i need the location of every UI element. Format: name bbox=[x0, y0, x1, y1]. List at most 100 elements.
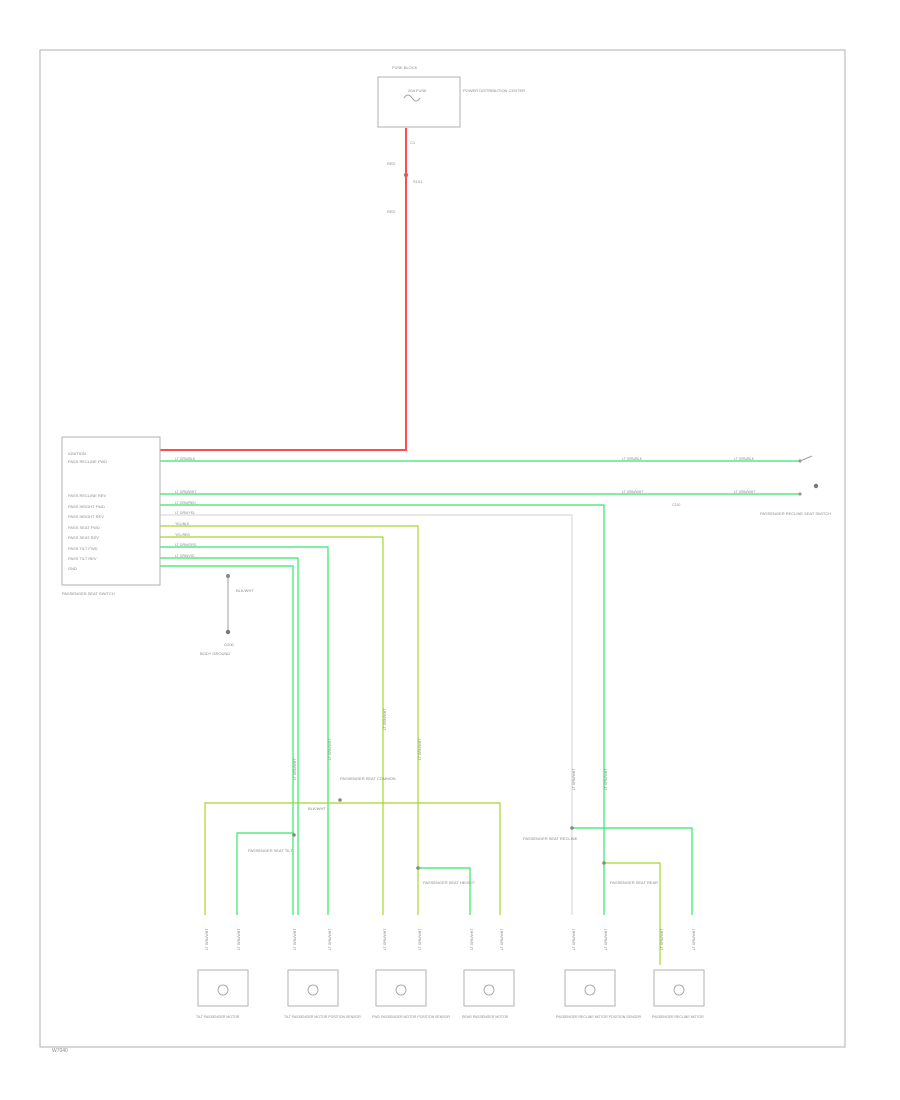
fuse-terminal: C1 bbox=[410, 140, 416, 145]
common-bus-5 bbox=[604, 862, 661, 965]
wire-label: LT GRN/WHT bbox=[383, 708, 387, 730]
switch-contact bbox=[799, 455, 813, 462]
wire-label: YEL/RED bbox=[175, 533, 190, 537]
pin-label: PASS SEAT FWD bbox=[68, 525, 100, 530]
sensor-icon bbox=[307, 984, 319, 996]
splice-dot bbox=[338, 798, 342, 802]
motor-box bbox=[564, 969, 616, 1007]
switch-knob bbox=[813, 483, 819, 489]
fuse-block-title: FUSE BLOCK bbox=[392, 65, 418, 70]
splice-label: PASSENGER SEAT RECLINE bbox=[523, 836, 578, 841]
splice-dot bbox=[292, 833, 296, 837]
wire-label: LT GRN/WHT bbox=[692, 928, 696, 950]
wire-label: LT GRN/WHT bbox=[734, 490, 756, 494]
pin-label: PASS SEAT REV bbox=[68, 535, 99, 540]
passenger-seat-switch: IGNITION PASS RECLINE FWD PASS RECLINE R… bbox=[61, 436, 161, 596]
wires bbox=[160, 128, 800, 965]
motors: TILT PASSENGER MOTOR TILT PASSENGER MOTO… bbox=[196, 969, 705, 1019]
ground-id: G200 bbox=[224, 642, 235, 647]
pin-label: PASS HEIGHT FWD bbox=[68, 504, 105, 509]
motor-icon bbox=[483, 984, 495, 996]
wire-label: LT GRN/BLK bbox=[175, 457, 196, 461]
fuse-label: 20A FUSE bbox=[408, 88, 427, 93]
wire-row-3 bbox=[160, 504, 605, 915]
recline-switch-label: PASSENGER RECLINE SEAT SWITCH bbox=[760, 511, 831, 516]
wire-label: LT GRN/YEL bbox=[175, 511, 195, 515]
wire-label: LT GRN/WHT bbox=[237, 928, 241, 950]
splice-label: PASSENGER SEAT REAR bbox=[610, 880, 658, 885]
fuse-block: FUSE BLOCK 20A FUSE POWER DISTRIBUTION C… bbox=[377, 65, 525, 214]
wire-label: LT GRN/WHT bbox=[470, 928, 474, 950]
common-bus-4 bbox=[572, 827, 693, 915]
wire-label: LT GRN/WHT bbox=[622, 490, 644, 494]
wire-label: LT GRN/WHT bbox=[205, 928, 209, 950]
wire-row-8 bbox=[160, 557, 299, 915]
splice-wire: BLK/WHT bbox=[308, 806, 326, 811]
motor-box bbox=[463, 969, 515, 1007]
fuse-block-desc: POWER DISTRIBUTION CENTER bbox=[463, 88, 525, 93]
fuse-wire-1: RED bbox=[387, 161, 396, 166]
common-bus-1 bbox=[204, 802, 501, 915]
motor-label: TILT PASSENGER MOTOR POSITION SENSOR bbox=[284, 1015, 361, 1019]
ground-wire-color: BLK/WHT bbox=[236, 588, 254, 593]
wire-label: LT GRN/WHT bbox=[293, 928, 297, 950]
splice-label: PASSENGER SEAT COMMON bbox=[340, 776, 396, 781]
motor-box bbox=[197, 969, 249, 1007]
motor-box bbox=[653, 969, 705, 1007]
fuse-splice: S101 bbox=[413, 179, 423, 184]
wire-row-5 bbox=[160, 525, 419, 915]
fuse-block-box bbox=[377, 76, 461, 128]
motor-label: TILT PASSENGER MOTOR bbox=[196, 1015, 240, 1019]
sensor-icon bbox=[584, 984, 596, 996]
seat-switch-box bbox=[61, 436, 161, 586]
common-bus-2 bbox=[236, 832, 294, 915]
splice-dot bbox=[602, 861, 606, 865]
wire-label: LT GRN/WHT bbox=[175, 490, 197, 494]
motor-icon bbox=[673, 984, 685, 996]
pin-label: PASS RECLINE FWD bbox=[68, 459, 107, 464]
splice-label: PASSENGER SEAT TILT bbox=[248, 848, 293, 853]
ground: BLK/WHT G200 BODY GROUND bbox=[200, 574, 254, 656]
wire-label: LT GRN/WHT bbox=[328, 738, 332, 760]
diagram-frame bbox=[39, 49, 846, 1048]
motor-label: PASSENGER RECLINE MOTOR POSITION SENSOR bbox=[556, 1015, 642, 1019]
splices: PASSENGER SEAT COMMON BLK/WHT PASSENGER … bbox=[248, 776, 658, 885]
splice-dot bbox=[416, 866, 420, 870]
motor-box bbox=[375, 969, 427, 1007]
switch-terminal bbox=[798, 492, 802, 496]
wire-label: LT GRN/WHT bbox=[328, 928, 332, 950]
wire-label: LT GRN/RED bbox=[175, 501, 196, 505]
wire-label: LT GRN/WHT bbox=[293, 758, 297, 780]
wire-label: LT GRN/WHT bbox=[383, 928, 387, 950]
motor-label: FWD PASSENGER MOTOR POSITION SENSOR bbox=[372, 1015, 450, 1019]
ground-note: BODY GROUND bbox=[200, 651, 230, 656]
wire-row-9 bbox=[160, 565, 294, 915]
wire-row-6 bbox=[160, 536, 384, 915]
wire-label: LT GRN/BLK bbox=[622, 457, 643, 461]
recline-switch: PASSENGER RECLINE SEAT SWITCH bbox=[760, 455, 831, 516]
ground-splice-dot bbox=[226, 574, 230, 578]
motor-box bbox=[287, 969, 339, 1007]
vertical-wire-labels: LT GRN/WHT LT GRN/WHT LT GRN/WHT LT GRN/… bbox=[205, 708, 696, 950]
connector-label: C210 bbox=[672, 503, 680, 507]
wire-label: LT GRN/VIO bbox=[175, 554, 195, 558]
fuse-icon bbox=[403, 94, 421, 102]
motor-icon bbox=[217, 984, 229, 996]
switch-terminal bbox=[798, 459, 802, 463]
wire-label: LT GRN/WHT bbox=[572, 768, 576, 790]
wire-labels: LT GRN/BLK LT GRN/WHT LT GRN/RED LT GRN/… bbox=[175, 457, 756, 558]
common-bus-3 bbox=[418, 867, 471, 915]
fuse-wire-2: RED bbox=[387, 209, 396, 214]
wire-label: YEL/BLK bbox=[175, 522, 190, 526]
splice-dot bbox=[570, 826, 574, 830]
pin-label: GND bbox=[68, 566, 77, 571]
wire-label: LT GRN/WHT bbox=[660, 928, 664, 950]
pin-label: PASS HEIGHT REV bbox=[68, 514, 104, 519]
motor-label: PASSENGER RECLINE MOTOR bbox=[652, 1015, 704, 1019]
ground-icon bbox=[225, 629, 231, 635]
wire-label: LT GRN/WHT bbox=[572, 928, 576, 950]
pin-label: PASS TILT REV bbox=[68, 556, 97, 561]
wire-label: LT GRN/WHT bbox=[418, 928, 422, 950]
wire-label: LT GRN/WHT bbox=[604, 928, 608, 950]
